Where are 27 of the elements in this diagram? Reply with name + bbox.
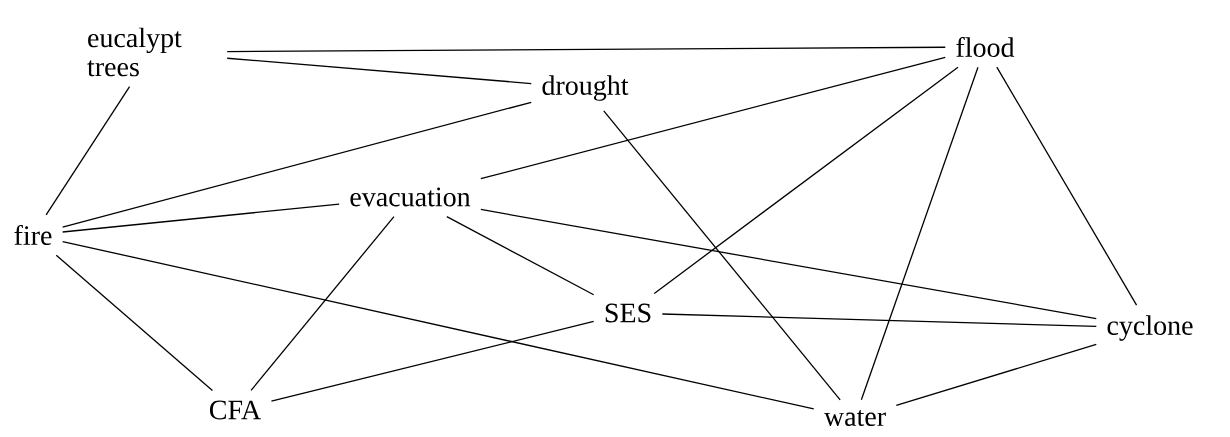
connector-line <box>62 203 340 233</box>
term-label: cyclone <box>1107 315 1193 341</box>
connector-line <box>62 240 815 410</box>
term-label: evacuation <box>350 187 471 207</box>
connector-line <box>226 46 946 53</box>
connector-line <box>996 66 1138 306</box>
connector-line <box>480 208 1097 320</box>
connector-line <box>895 343 1097 407</box>
term-label: water <box>823 410 886 426</box>
connector-line <box>480 56 946 180</box>
connector-line <box>226 57 532 85</box>
connector-line <box>270 320 595 402</box>
connector-line <box>653 66 959 295</box>
connector-line <box>860 66 979 401</box>
connector-line <box>45 85 131 216</box>
term-label: SES <box>605 303 651 323</box>
term-label: drought <box>542 75 629 101</box>
connector-line <box>62 101 532 228</box>
term-label: eucalypt trees <box>87 27 182 77</box>
connector-line <box>55 254 214 392</box>
connector-line <box>250 215 395 392</box>
term-label: fire <box>14 225 52 245</box>
connector-line <box>446 215 595 296</box>
connector-line <box>603 110 841 401</box>
term-label: flood <box>956 37 1015 57</box>
term-label: CFA <box>209 400 261 420</box>
connector-line <box>661 313 1097 328</box>
